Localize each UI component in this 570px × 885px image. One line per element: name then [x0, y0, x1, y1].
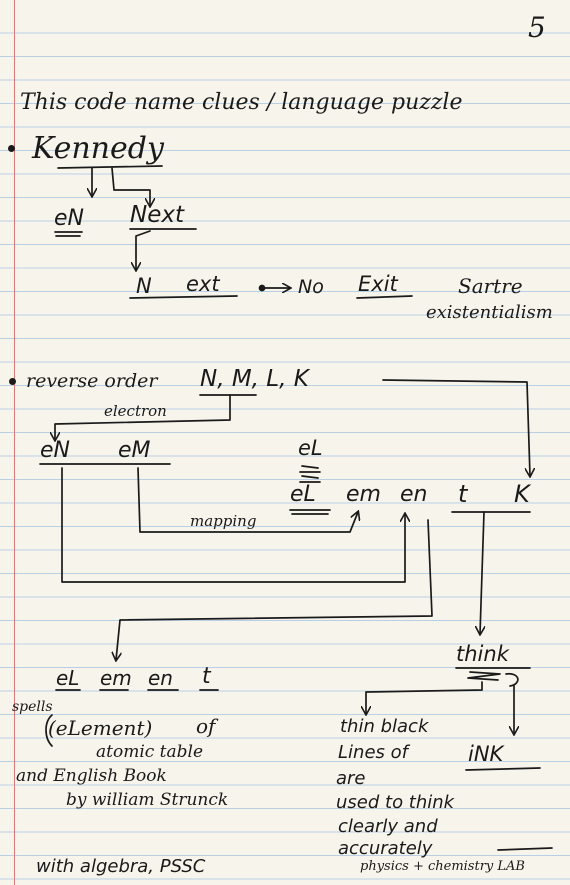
mapping-label: mapping [190, 512, 257, 530]
mapping-path [137, 467, 358, 533]
exit-underline [356, 295, 413, 299]
footer-text: with algebra, PSSC [36, 856, 206, 877]
n-ext-underline [129, 295, 238, 299]
thin-line-2: Lines of [338, 742, 408, 763]
thin-line-6: accurately [338, 838, 433, 859]
element-part-t: t [202, 664, 211, 689]
footer-subjects: physics + chemistry LAB [360, 859, 525, 874]
next-down-arrow [136, 230, 151, 270]
accurately-strike [497, 847, 553, 851]
letters-list: N, M, L, K [200, 366, 309, 392]
think-to-thin-arrow [366, 681, 483, 714]
think-word: think [456, 642, 509, 666]
k-arrow [382, 379, 530, 476]
en-word: eN [54, 206, 84, 231]
page-heading: This code name clues / language puzzle [20, 90, 463, 115]
el-stack [299, 465, 321, 483]
element-path [116, 519, 433, 660]
en-mid: en [400, 482, 428, 507]
en-left: eN [40, 438, 70, 463]
kennedy-word: Kennedy [32, 131, 164, 166]
element-part-el: eL [56, 666, 80, 690]
spells-word: spells [12, 699, 53, 715]
bullet-1 [8, 145, 15, 152]
sartre-word: Sartre [458, 274, 523, 298]
k-letter: K [514, 480, 530, 508]
thin-line-5: clearly and [338, 816, 438, 837]
em-left: eM [118, 438, 151, 463]
bullet-2 [9, 378, 16, 385]
thin-line-3: are [336, 768, 366, 789]
margin-line [14, 0, 15, 885]
thin-line-4: used to think [336, 792, 455, 813]
atomic-table: atomic table [96, 742, 204, 762]
ink-word: iNK [468, 742, 504, 766]
thin-line-1: thin black [340, 716, 429, 737]
kennedy-underline [57, 165, 163, 169]
ink-underline [465, 767, 541, 771]
exit-word: Exit [358, 272, 398, 296]
t-letter: t [458, 480, 468, 508]
el-top: eL [298, 436, 323, 460]
think-zigzag [467, 671, 501, 681]
split-n: N [136, 274, 152, 298]
en-loop [61, 467, 405, 583]
element-word: (eLement) [48, 716, 153, 740]
electron-label: electron [104, 402, 167, 420]
kennedy-branch-right [111, 167, 150, 206]
spells-bracket-left [45, 714, 53, 747]
el-mid: eL [290, 482, 316, 507]
english-book: and English Book [16, 766, 167, 786]
em-mid: em [346, 482, 381, 507]
electron-arrow [55, 394, 231, 440]
reverse-order: reverse order [26, 370, 158, 392]
next-word: Next [130, 202, 184, 228]
think-k-coil [505, 673, 519, 687]
element-part-en: en [148, 666, 173, 690]
of-word: of [196, 714, 216, 738]
by-author: by william Strunck [66, 790, 229, 810]
split-ext: ext [186, 272, 220, 296]
think-arrow [480, 511, 484, 634]
page-number: 5 [528, 11, 546, 44]
element-part-em: em [100, 666, 132, 690]
no-word: No [298, 276, 324, 298]
existentialism-word: existentialism [426, 302, 553, 323]
